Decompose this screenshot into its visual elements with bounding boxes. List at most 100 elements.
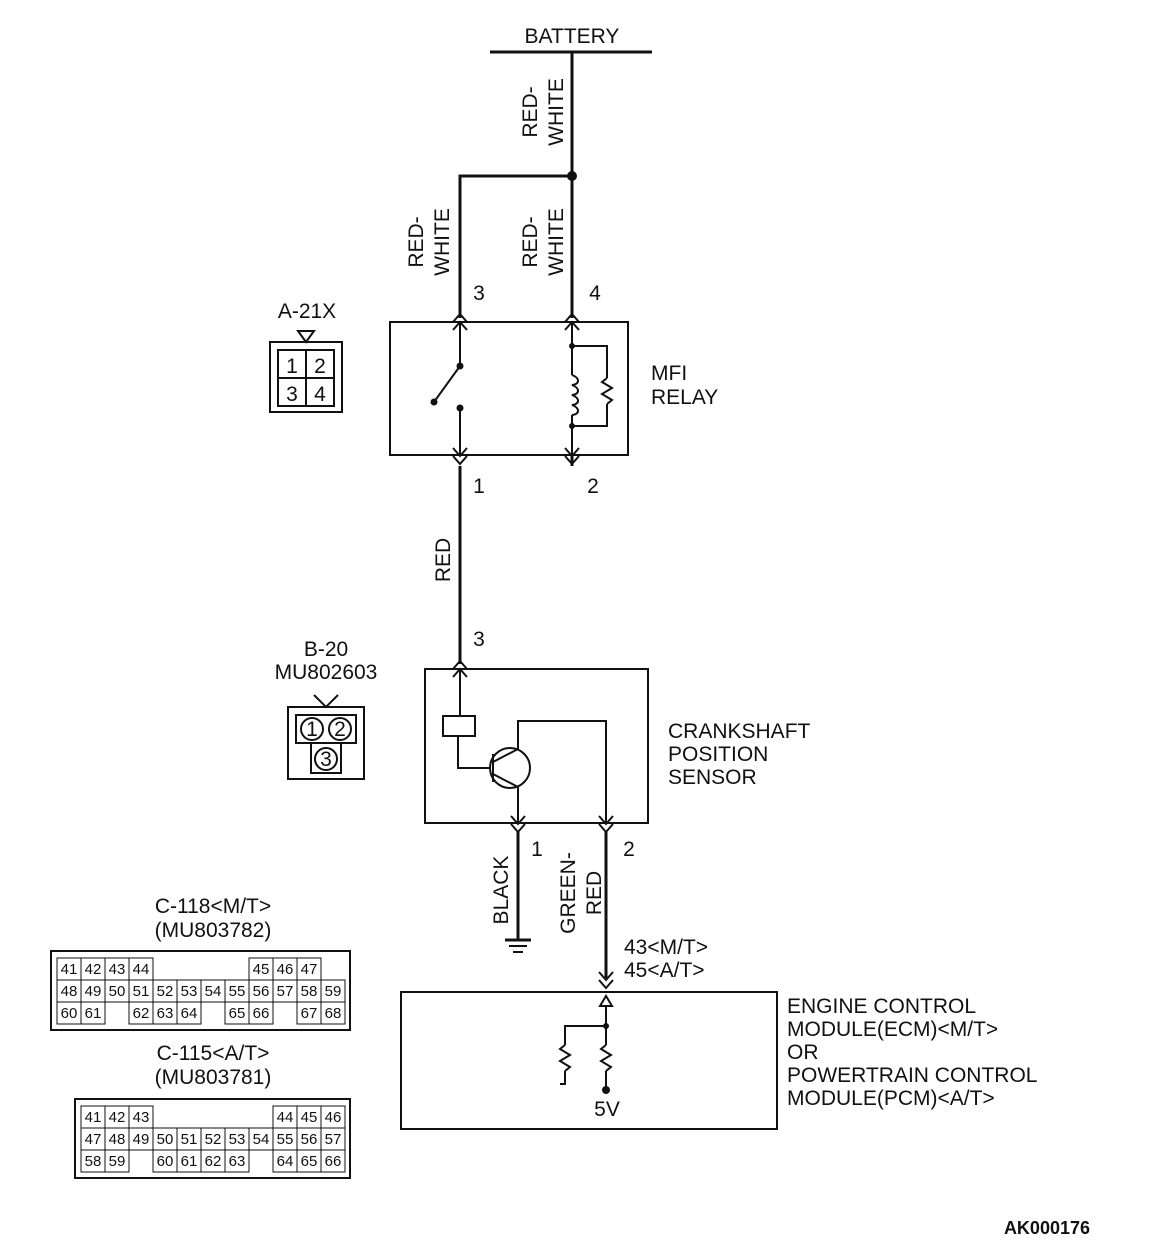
connector-pin-label: 46: [277, 961, 294, 978]
sensor-pin2-number: 2: [623, 838, 635, 861]
connector-pin-label: 55: [277, 1131, 294, 1148]
connector-pin-label: 62: [205, 1153, 222, 1170]
connector-pin-label: 54: [205, 983, 222, 1000]
relay-resistor: [600, 377, 614, 405]
c115-part: (MU803781): [155, 1066, 272, 1089]
connector-pin-label: 61: [85, 1005, 102, 1022]
connector-pin-cell: [320, 1149, 346, 1173]
wire-label-relay-pin3: RED-WHITE: [405, 208, 454, 276]
relay-pin4-number: 4: [589, 282, 601, 305]
connector-pin-label: 53: [229, 1131, 246, 1148]
connector-pin-label: 51: [181, 1131, 198, 1148]
connector-pin-label: 66: [253, 1005, 270, 1022]
connector-pin-label: 48: [61, 983, 78, 1000]
connector-pin-label: 56: [301, 1131, 318, 1148]
sensor-connector-part: MU802603: [275, 661, 378, 684]
connector-pin-label: 56: [253, 983, 270, 1000]
connector-pin-label: 42: [109, 1109, 126, 1126]
svg-text:RED-WHITE: RED-WHITE: [405, 208, 454, 276]
connector-pin-label: 67: [301, 1005, 318, 1022]
connector-pin-label: 45: [253, 961, 270, 978]
connector-pin-label: 59: [325, 983, 342, 1000]
c118-shell: [50, 950, 351, 1031]
connector-cell: 4: [314, 383, 326, 406]
connector-pin-label: 43: [109, 961, 126, 978]
battery-label: BATTERY: [525, 25, 620, 48]
connector-pin-label: 52: [157, 983, 174, 1000]
connector-pin-label: 65: [229, 1005, 246, 1022]
connector-pin-label: 65: [301, 1153, 318, 1170]
connector-pin-label: 49: [133, 1131, 150, 1148]
connector-cell: 3: [320, 748, 332, 771]
connector-pin-cell: [176, 1001, 202, 1025]
connector-pin-label: 63: [229, 1153, 246, 1170]
sensor-transistor: [489, 747, 531, 789]
sensor-name-line3: SENSOR: [668, 766, 757, 789]
ecm-voltage: 5V: [594, 1098, 620, 1121]
sensor-pin3-number: 3: [473, 628, 485, 651]
connector-pin-label: 57: [325, 1131, 342, 1148]
connector-pin-label: 68: [325, 1005, 342, 1022]
connector-pin-label: 43: [133, 1109, 150, 1126]
relay-name-line1: MFI: [651, 362, 687, 385]
connector-pin-label: 44: [277, 1109, 294, 1126]
ecm-name-line3: OR: [787, 1041, 819, 1064]
ecm-pin-line1: 43<M/T>: [624, 936, 708, 959]
connector-pin-label: 57: [277, 983, 294, 1000]
connector-pin-label: 55: [229, 983, 246, 1000]
sensor-connector-shell: [287, 706, 365, 780]
connector-pin-label: 58: [85, 1153, 102, 1170]
svg-text:RED-WHITE: RED-WHITE: [519, 208, 568, 276]
connector-pin-label: 53: [181, 983, 198, 1000]
connector-pin-label: 52: [205, 1131, 222, 1148]
connector-pin-label: 50: [109, 983, 126, 1000]
switch-contact-blade: [433, 365, 461, 403]
ecm-box: [400, 991, 778, 1130]
ecm-resistor-left: [558, 1044, 572, 1072]
mfi-relay-box: [389, 321, 629, 456]
connector-pin-label: 64: [181, 1005, 198, 1022]
connector-pin-label: 63: [157, 1005, 174, 1022]
svg-text:BLACK: BLACK: [490, 856, 513, 925]
svg-text:RED-WHITE: RED-WHITE: [519, 78, 568, 146]
wire-label-sensor-ground: BLACK: [490, 856, 513, 925]
ecm-name-line2: MODULE(ECM)<M/T>: [787, 1018, 998, 1041]
connector-pin-label: 61: [181, 1153, 198, 1170]
sensor-connector-id: B-20: [304, 638, 348, 661]
connector-pin-label: 47: [301, 961, 318, 978]
connector-pin-label: 51: [133, 983, 150, 1000]
connector-pin-label: 47: [85, 1131, 102, 1148]
connector-pin-cell: [104, 1149, 130, 1173]
wire-label-relay-pin4: RED-WHITE: [519, 208, 568, 276]
connector-pin-label: 60: [61, 1005, 78, 1022]
c115-shell: [74, 1098, 351, 1179]
connector-pin-label: 44: [133, 961, 150, 978]
relay-name-line2: RELAY: [651, 386, 718, 409]
wire-label-battery-feed: RED-WHITE: [519, 78, 568, 146]
relay-pin3-number: 3: [473, 282, 485, 305]
connector-pin-label: 58: [301, 983, 318, 1000]
connector-pin-label: 41: [85, 1109, 102, 1126]
wire-label-relay-to-sensor: RED: [432, 538, 455, 582]
connector-cell: 1: [306, 718, 318, 741]
relay-coil: [571, 374, 579, 416]
figure-code: AK000176: [1004, 1218, 1090, 1238]
crankshaft-sensor-box: [424, 668, 649, 824]
connector-cell: 2: [314, 355, 326, 378]
c118-part: (MU803782): [155, 919, 272, 942]
c118-title: C-118<M/T>: [155, 895, 271, 918]
connector-cell: 1: [286, 355, 298, 378]
ecm-name-line4: POWERTRAIN CONTROL: [787, 1064, 1037, 1087]
connector-pin-label: 66: [325, 1153, 342, 1170]
terminal-chevron: [452, 312, 468, 323]
connector-cell: 3: [286, 383, 298, 406]
wire-label-sensor-signal: GREEN-RED: [557, 852, 606, 934]
ecm-resistor-right: [599, 1044, 613, 1072]
terminal-chevron: [564, 312, 580, 323]
wire-splice-to-relay-pin3: [458, 174, 572, 318]
relay-connector-shell: [269, 341, 343, 413]
connector-pin-cell: [248, 1001, 274, 1025]
c115-title: C-115<A/T>: [157, 1042, 270, 1065]
